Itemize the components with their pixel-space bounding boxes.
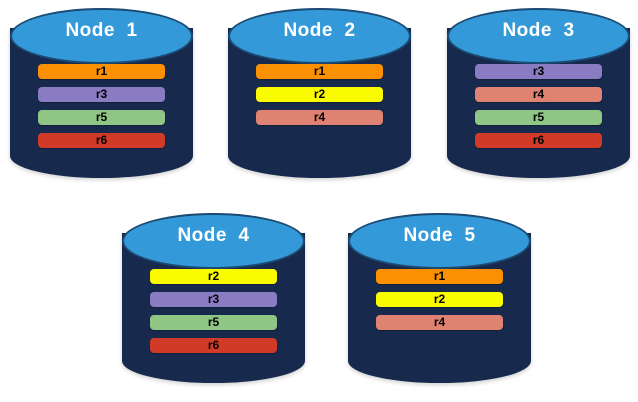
shard-list: r2 r3 r5 r6 (150, 269, 277, 361)
shard-bar-r2[interactable]: r2 (376, 292, 503, 307)
shard-bar-r1[interactable]: r1 (256, 64, 383, 79)
shard-list: r1 r2 r4 (256, 64, 383, 133)
shard-list: r1 r3 r5 r6 (38, 64, 165, 156)
node-cylinder-5[interactable]: Node 5 r1 r2 r4 (348, 213, 531, 388)
shard-bar-r4[interactable]: r4 (376, 315, 503, 330)
cylinder-top-disc (10, 8, 193, 64)
shard-list: r3 r4 r5 r6 (475, 64, 602, 156)
node-label: Node 4 (177, 225, 250, 246)
shard-bar-r5[interactable]: r5 (150, 315, 277, 330)
shard-bar-r4[interactable]: r4 (475, 87, 602, 102)
node-label: Node 2 (283, 20, 356, 41)
cylinder-top-disc (447, 8, 630, 64)
shard-list: r1 r2 r4 (376, 269, 503, 338)
node-label: Node 5 (403, 225, 476, 246)
node-cylinder-1[interactable]: Node 1 r1 r3 r5 r6 (10, 8, 193, 183)
shard-bar-r3[interactable]: r3 (150, 292, 277, 307)
node-cylinder-4[interactable]: Node 4 r2 r3 r5 r6 (122, 213, 305, 388)
shard-bar-r4[interactable]: r4 (256, 110, 383, 125)
shard-bar-r2[interactable]: r2 (256, 87, 383, 102)
cylinder-top-disc (122, 213, 305, 269)
shard-bar-r6[interactable]: r6 (475, 133, 602, 148)
shard-bar-r6[interactable]: r6 (150, 338, 277, 353)
node-cylinder-2[interactable]: Node 2 r1 r2 r4 (228, 8, 411, 183)
shard-bar-r5[interactable]: r5 (38, 110, 165, 125)
cylinder-top-disc (228, 8, 411, 64)
node-label: Node 1 (65, 20, 138, 41)
shard-bar-r3[interactable]: r3 (475, 64, 602, 79)
shard-bar-r1[interactable]: r1 (376, 269, 503, 284)
shard-bar-r3[interactable]: r3 (38, 87, 165, 102)
shard-bar-r5[interactable]: r5 (475, 110, 602, 125)
node-cylinder-3[interactable]: Node 3 r3 r4 r5 r6 (447, 8, 630, 183)
shard-bar-r6[interactable]: r6 (38, 133, 165, 148)
node-label: Node 3 (502, 20, 575, 41)
cylinder-top-disc (348, 213, 531, 269)
shard-bar-r2[interactable]: r2 (150, 269, 277, 284)
shard-bar-r1[interactable]: r1 (38, 64, 165, 79)
